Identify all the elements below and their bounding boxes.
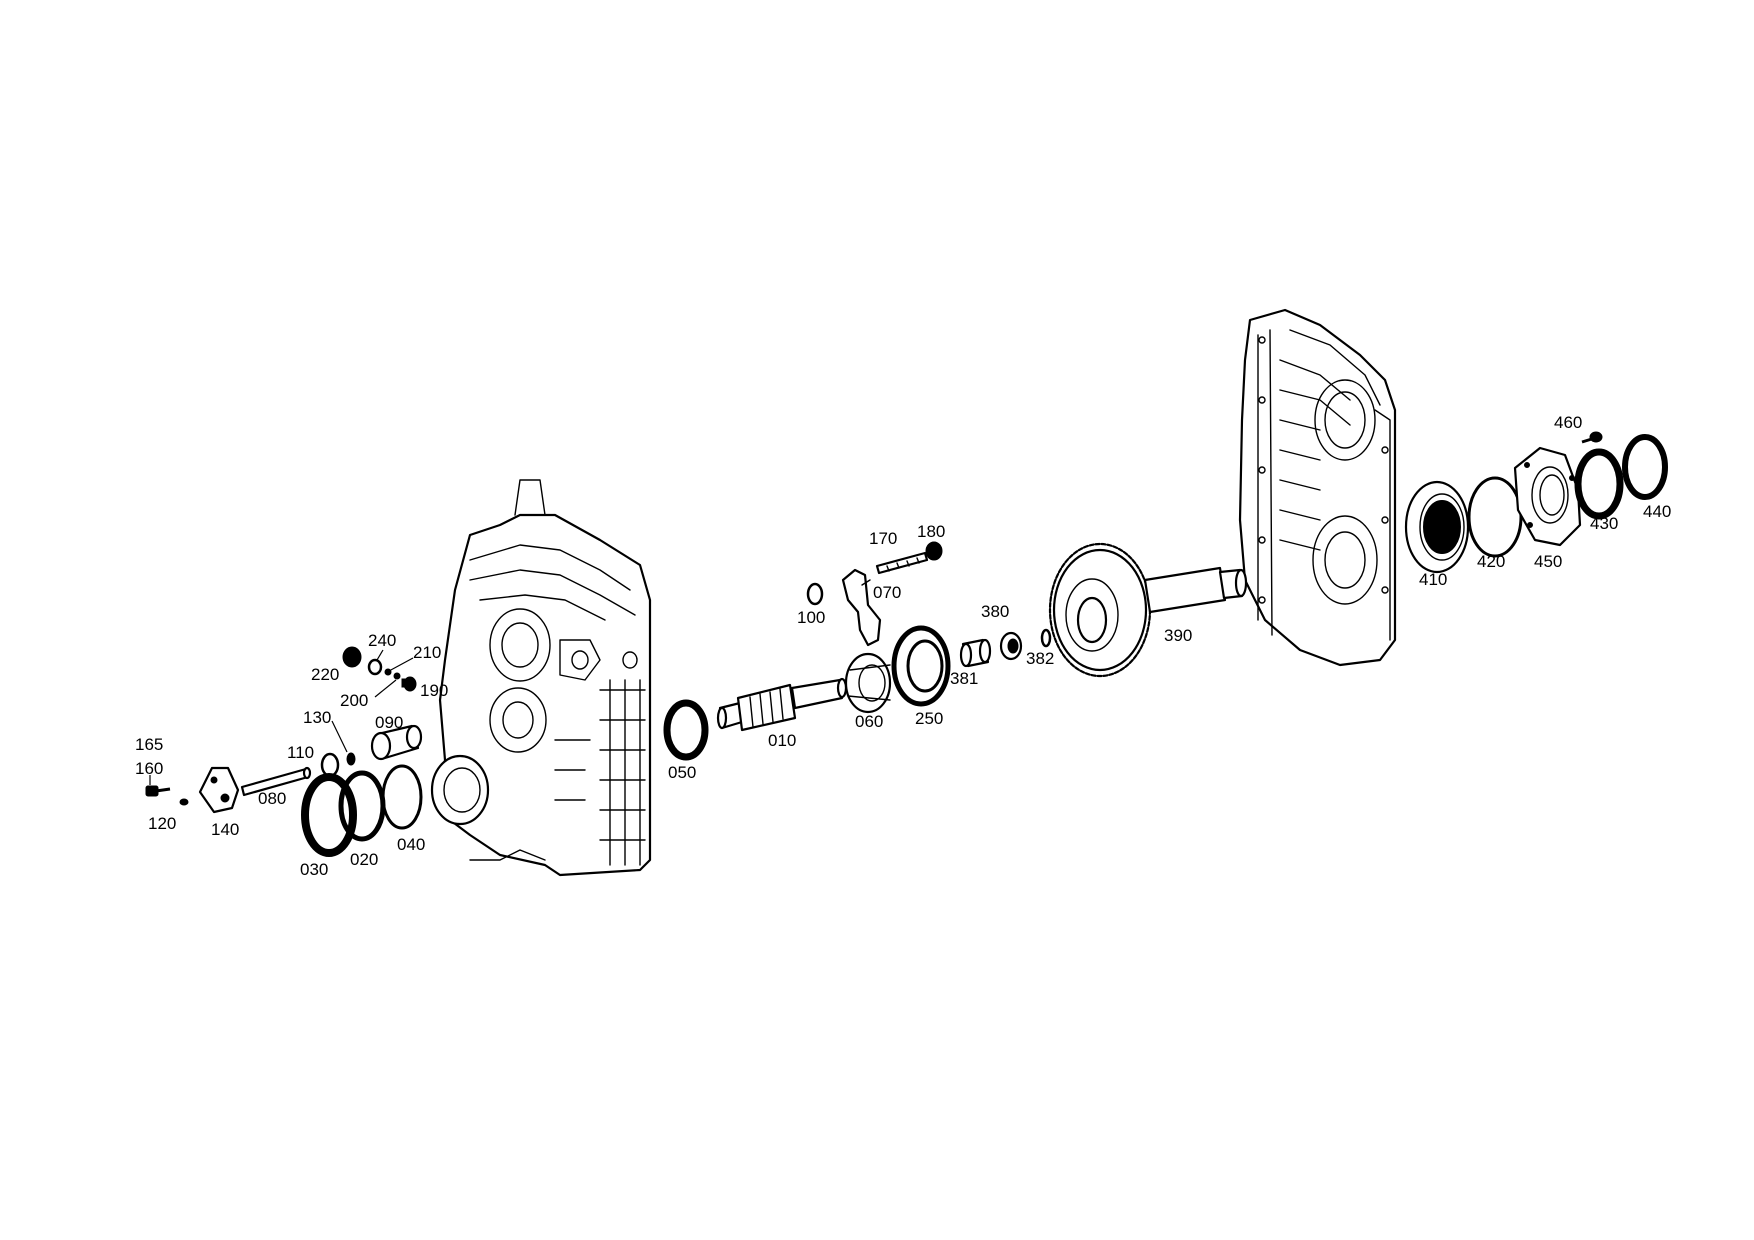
label-440: 440 (1643, 502, 1671, 521)
label-030: 030 (300, 860, 328, 879)
part-sleeve-090 (370, 724, 423, 761)
label-250: 250 (915, 709, 943, 728)
part-seal-440 (1622, 434, 1668, 500)
label-410: 410 (1419, 570, 1447, 589)
label-120: 120 (148, 814, 176, 833)
part-seal-030 (301, 773, 357, 857)
part-bearing-380 (999, 631, 1023, 661)
leader-lines (149, 649, 414, 785)
part-o-ring-240 (367, 658, 383, 676)
label-390: 390 (1164, 626, 1192, 645)
part-ring-020 (338, 770, 386, 842)
part-180 (925, 541, 943, 561)
label-090: 090 (375, 713, 403, 732)
part-seal-050 (663, 699, 709, 761)
part-washer-130 (346, 752, 356, 766)
part-220 (342, 646, 362, 668)
label-450: 450 (1534, 552, 1562, 571)
part-200 (393, 672, 401, 680)
part-bolt-160 (145, 785, 171, 797)
part-seal-430 (1574, 448, 1624, 520)
part-ring-420 (1467, 476, 1523, 558)
label-130: 130 (303, 708, 331, 727)
label-381: 381 (950, 669, 978, 688)
label-210: 210 (413, 643, 441, 662)
label-180: 180 (917, 522, 945, 541)
label-170: 170 (869, 529, 897, 548)
label-070: 070 (873, 583, 901, 602)
label-140: 140 (211, 820, 239, 839)
part-bolt-460 (1581, 431, 1603, 444)
label-460: 460 (1554, 413, 1582, 432)
part-washer-120 (179, 798, 189, 806)
label-060: 060 (855, 712, 883, 731)
part-ring-110 (320, 752, 340, 778)
part-synchronizer-060 (844, 652, 892, 714)
part-labels: 010 020 030 040 050 060 070 080 090 100 … (135, 413, 1671, 879)
rear-housing (1238, 308, 1397, 667)
part-pin-170 (875, 551, 929, 575)
label-040: 040 (397, 835, 425, 854)
label-100: 100 (797, 608, 825, 627)
part-bearing-250 (891, 625, 951, 707)
part-sleeve-381 (959, 638, 992, 668)
part-cover-450 (1513, 446, 1582, 547)
part-shift-fork-070 (841, 568, 882, 647)
label-240: 240 (368, 631, 396, 650)
label-080: 080 (258, 789, 286, 808)
label-220: 220 (311, 665, 339, 684)
part-ring-040 (381, 764, 423, 830)
label-050: 050 (668, 763, 696, 782)
part-shaft-010 (716, 677, 848, 732)
part-cover-140 (198, 766, 240, 814)
part-bearing-410 (1404, 480, 1470, 574)
part-gear-390 (1048, 542, 1248, 678)
label-430: 430 (1590, 514, 1618, 533)
part-ring-100 (806, 582, 824, 606)
label-380: 380 (981, 602, 1009, 621)
label-200: 200 (340, 691, 368, 710)
label-160: 160 (135, 759, 163, 778)
label-165: 165 (135, 735, 163, 754)
front-housing (430, 479, 652, 877)
part-ring-382 (1040, 628, 1052, 648)
label-010: 010 (768, 731, 796, 750)
part-shaft-080 (240, 766, 312, 797)
label-382: 382 (1026, 649, 1054, 668)
label-110: 110 (287, 743, 314, 762)
label-190: 190 (420, 681, 448, 700)
label-020: 020 (350, 850, 378, 869)
part-plug-190 (401, 676, 417, 692)
label-420: 420 (1477, 552, 1505, 571)
